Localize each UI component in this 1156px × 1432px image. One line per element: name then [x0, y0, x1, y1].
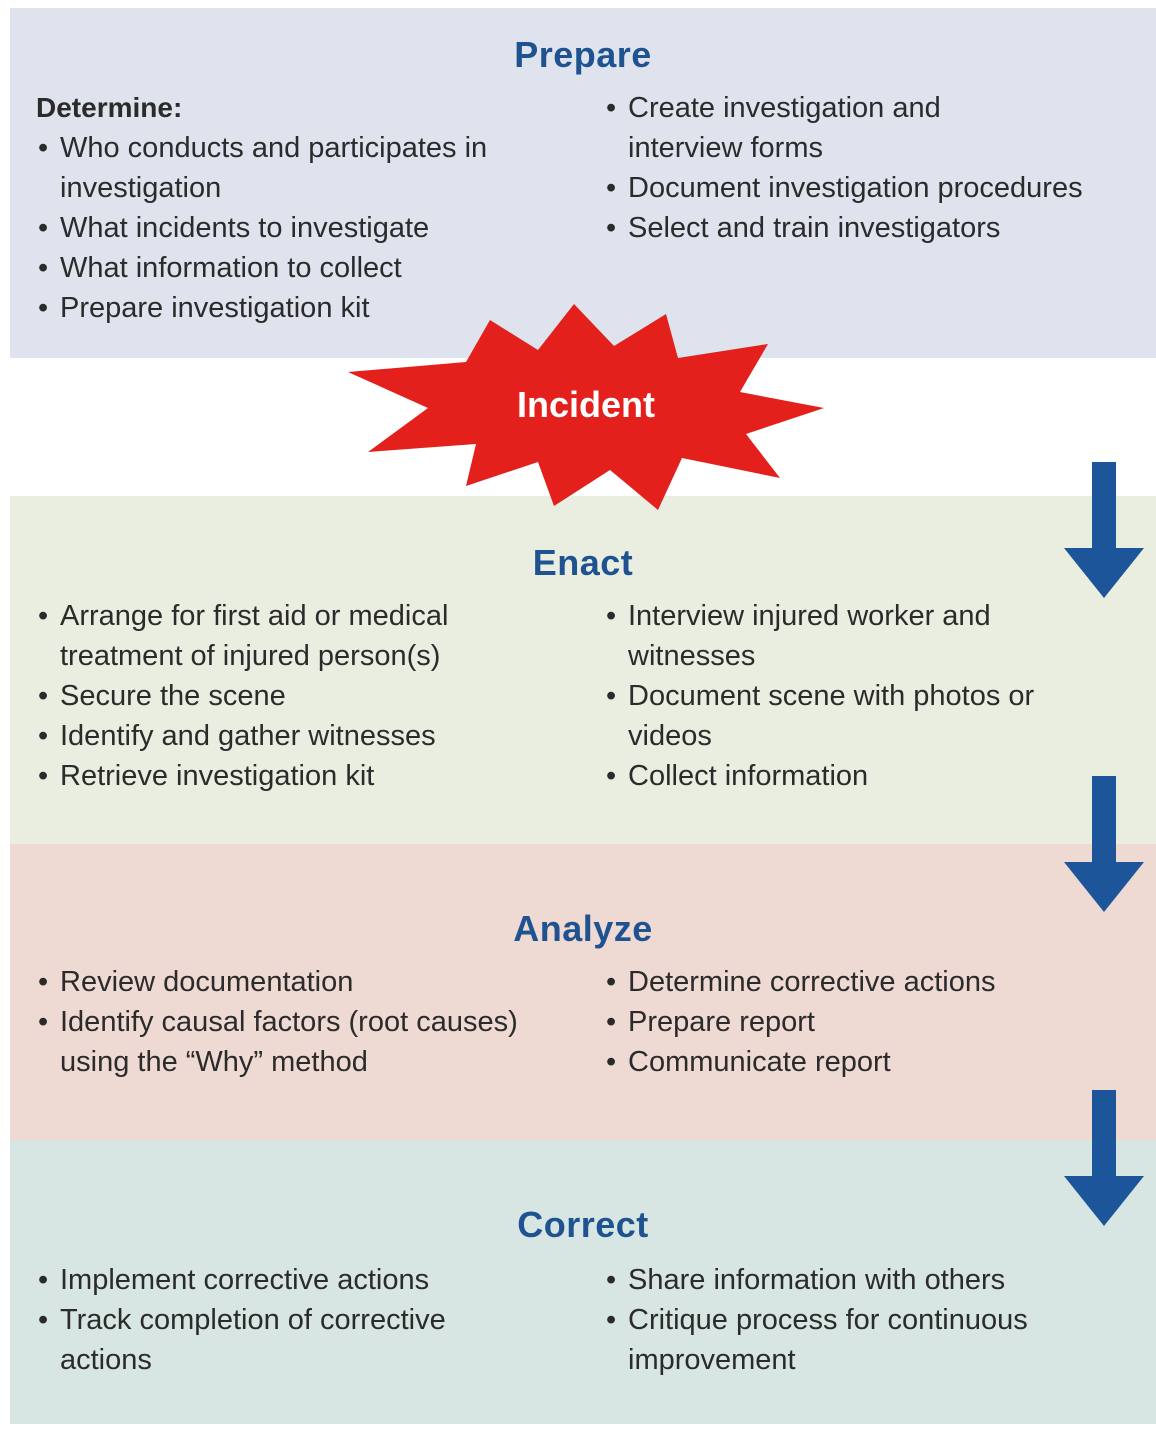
- prepare-left-list: Who conducts and participates in investi…: [36, 128, 536, 328]
- list-item: What information to collect: [36, 248, 536, 288]
- list-item: What incidents to investigate: [36, 208, 536, 248]
- prepare-panel: Prepare Determine: Who conducts and part…: [10, 8, 1156, 358]
- list-item: Collect information: [604, 756, 1074, 796]
- prepare-heading: Determine:: [36, 92, 183, 123]
- incident-label: Incident: [516, 384, 655, 425]
- correct-right-list: Share information with others Critique p…: [604, 1260, 1074, 1380]
- list-item: Track completion of corrective actions: [36, 1300, 516, 1380]
- enact-panel: Enact Arrange for first aid or medical t…: [10, 496, 1156, 844]
- starburst-icon: [348, 304, 824, 510]
- prepare-right-list: Create investigation and interview forms…: [604, 88, 1154, 248]
- flow-arrow-down-icon: [1064, 1090, 1144, 1226]
- correct-left-list: Implement corrective actions Track compl…: [36, 1260, 516, 1380]
- analyze-panel: Analyze Review documentation Identify ca…: [10, 844, 1156, 1140]
- list-item: Identify and gather witnesses: [36, 716, 516, 756]
- analyze-title: Analyze: [513, 908, 653, 949]
- list-item: Critique process for continuous improvem…: [604, 1300, 1074, 1380]
- list-item: Document scene with photos or videos: [604, 676, 1088, 756]
- correct-title: Correct: [517, 1204, 649, 1245]
- list-item: Identify causal factors (root causes) us…: [36, 1002, 581, 1082]
- list-item: Communicate report: [604, 1042, 1074, 1082]
- correct-panel: Correct Implement corrective actions Tra…: [10, 1140, 1156, 1424]
- enact-title: Enact: [532, 542, 634, 583]
- list-item: Prepare investigation kit: [36, 288, 536, 328]
- list-item: Document investigation procedures: [604, 168, 1154, 208]
- list-item: Share information with others: [604, 1260, 1074, 1300]
- analyze-left-list: Review documentation Identify causal fac…: [36, 962, 581, 1082]
- list-item: Interview injured worker and witnesses: [604, 596, 998, 676]
- list-item: Who conducts and participates in investi…: [36, 128, 536, 208]
- list-item: Implement corrective actions: [36, 1260, 516, 1300]
- incident-burst: Incident: [348, 300, 824, 512]
- list-item: Create investigation and interview forms: [604, 88, 1008, 168]
- list-item: Determine corrective actions: [604, 962, 1074, 1002]
- list-item: Review documentation: [36, 962, 581, 1002]
- list-item: Prepare report: [604, 1002, 1074, 1042]
- flow-arrow-down-icon: [1064, 462, 1144, 598]
- enact-left-list: Arrange for first aid or medical treatme…: [36, 596, 516, 796]
- prepare-title: Prepare: [514, 34, 652, 75]
- flow-arrow-down-icon: [1064, 776, 1144, 912]
- list-item: Retrieve investigation kit: [36, 756, 516, 796]
- list-item: Secure the scene: [36, 676, 516, 716]
- list-item: Select and train investigators: [604, 208, 1154, 248]
- enact-right-list: Interview injured worker and witnesses D…: [604, 596, 1074, 796]
- analyze-right-list: Determine corrective actions Prepare rep…: [604, 962, 1074, 1082]
- list-item: Arrange for first aid or medical treatme…: [36, 596, 516, 676]
